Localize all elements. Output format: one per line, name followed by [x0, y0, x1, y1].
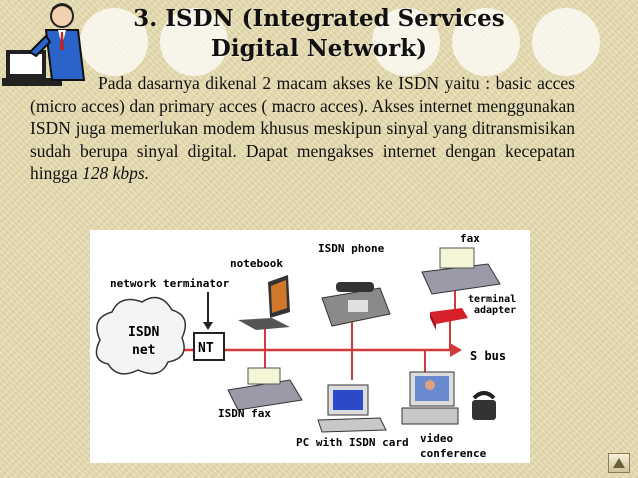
deco-circle — [372, 8, 440, 76]
fax-icon — [421, 247, 501, 295]
nt-box — [193, 332, 225, 361]
network-terminator-label: network terminator — [110, 277, 230, 290]
slide-title: 3. ISDN (Integrated Services Digital Net… — [0, 4, 638, 64]
deco-circle — [80, 8, 148, 76]
next-slide-button[interactable] — [608, 453, 630, 473]
next-slide-icon — [613, 458, 625, 468]
terminal-adapter-label: adapter — [474, 305, 516, 316]
paragraph-main: Pada dasarnya dikenal 2 macam akses ke I… — [30, 73, 575, 183]
s-bus-arrow-icon — [450, 343, 462, 357]
pc-label: PC with ISDN card — [296, 436, 409, 449]
notebook-label: notebook — [230, 257, 283, 270]
terminal-adapter-label: terminal — [468, 293, 516, 305]
video-conference-label: video — [420, 432, 453, 445]
fax-label: fax — [460, 232, 480, 245]
isdn-phone-label: ISDN phone — [318, 242, 385, 255]
terminal-adapter-icon — [430, 308, 468, 330]
isdn-net-cloud-icon — [95, 296, 187, 375]
deco-circle — [452, 8, 520, 76]
pc-icon — [317, 384, 387, 433]
video-conference-label: conference — [420, 447, 487, 460]
presenter-at-computer-icon — [2, 3, 86, 86]
body-paragraph: Pada dasarnya dikenal 2 macam akses ke I… — [30, 72, 575, 185]
isdn-diagram: ISDN net NT network terminator notebook … — [90, 230, 530, 463]
isdn-phone-icon — [321, 282, 391, 327]
deco-circle — [532, 8, 600, 76]
isdn-fax-icon — [227, 367, 303, 411]
arrow-down-icon — [203, 322, 213, 330]
notebook-icon — [238, 275, 290, 330]
isdn-net-label: net — [132, 343, 155, 358]
nt-label: NT — [198, 341, 214, 356]
title-line-2: Digital Network) — [210, 35, 428, 62]
title-line-1: 3. ISDN (Integrated Services — [133, 5, 505, 32]
deco-circle — [160, 8, 228, 76]
isdn-fax-label: ISDN fax — [218, 407, 271, 420]
isdn-net-label: ISDN — [128, 325, 159, 340]
video-conference-icon — [401, 371, 496, 425]
paragraph-speed: 128 kbps. — [82, 163, 150, 183]
s-bus-label: S bus — [470, 349, 506, 363]
